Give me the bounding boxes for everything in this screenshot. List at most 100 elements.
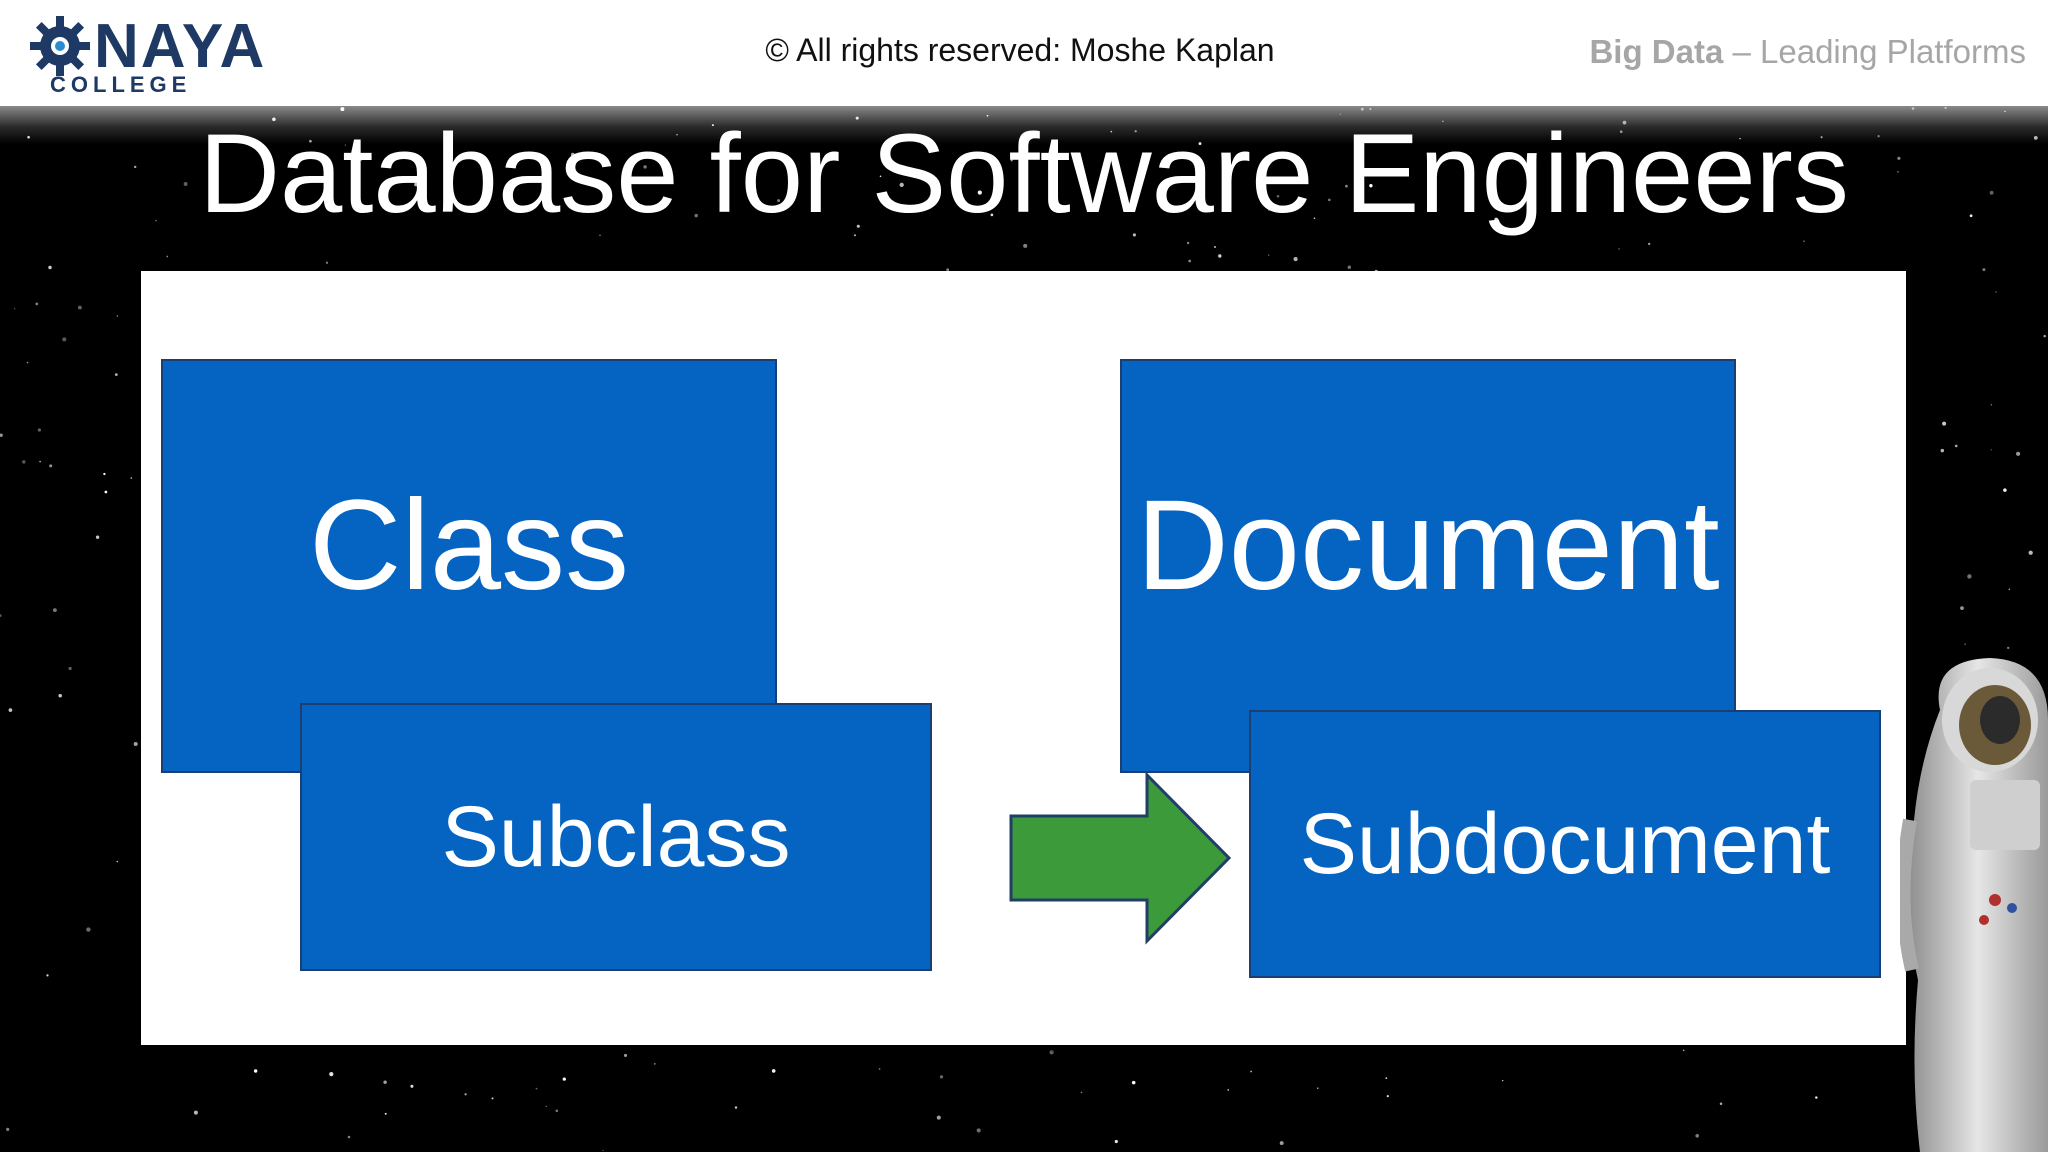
star — [26, 361, 29, 364]
star — [545, 1105, 547, 1108]
star — [358, 156, 363, 161]
logo-subtitle: COLLEGE — [50, 72, 192, 97]
star — [1618, 248, 1620, 250]
star — [1944, 106, 1947, 110]
star — [1619, 130, 1623, 134]
star — [464, 1093, 467, 1096]
star — [48, 265, 52, 270]
star — [1969, 214, 1973, 218]
star — [340, 107, 345, 112]
star — [14, 308, 16, 310]
star — [570, 152, 575, 157]
star — [1682, 1049, 1685, 1052]
star — [1313, 217, 1316, 220]
star — [623, 1053, 628, 1057]
star — [1268, 254, 1270, 256]
star — [936, 1115, 941, 1120]
star — [1940, 448, 1945, 453]
star — [2003, 488, 2007, 492]
star — [1982, 268, 1986, 272]
star — [519, 209, 521, 211]
gear-icon — [30, 16, 90, 76]
star — [344, 144, 347, 146]
star — [384, 1112, 387, 1115]
star — [6, 1127, 10, 1131]
subdocument-box: Subdocument — [1249, 710, 1881, 978]
star — [599, 234, 601, 237]
star — [771, 1069, 776, 1073]
star — [711, 124, 714, 127]
star — [35, 302, 39, 306]
star — [1186, 241, 1190, 245]
star — [1218, 254, 1222, 258]
star — [1815, 1096, 1818, 1099]
star — [309, 139, 312, 143]
star — [130, 477, 133, 479]
star — [1293, 257, 1298, 262]
copyright-notice: © All rights reserved: Moshe Kaplan — [765, 32, 1275, 68]
star — [1369, 108, 1372, 110]
star — [1990, 403, 1993, 406]
star — [1339, 113, 1341, 115]
star — [1964, 643, 1966, 645]
star — [491, 1097, 494, 1100]
star — [1345, 184, 1348, 188]
star — [878, 1068, 881, 1070]
star — [104, 490, 108, 494]
star — [1188, 259, 1192, 263]
star — [1110, 130, 1113, 133]
star — [52, 608, 57, 613]
star — [103, 472, 106, 476]
star — [855, 116, 859, 120]
star — [653, 1062, 656, 1065]
star — [1369, 184, 1373, 188]
naya-college-logo: NAYA COLLEGE — [28, 10, 268, 100]
star — [2028, 550, 2033, 555]
star — [1803, 240, 1805, 242]
star — [1131, 1080, 1136, 1085]
star — [1114, 1139, 1118, 1144]
star — [134, 165, 137, 169]
star — [602, 1149, 604, 1152]
star — [562, 1077, 566, 1081]
star — [155, 219, 157, 222]
header-shadow — [0, 106, 2048, 144]
star — [1279, 1141, 1284, 1146]
star — [939, 1075, 944, 1079]
star — [2033, 136, 2038, 140]
document-box: Document — [1120, 359, 1736, 773]
star — [853, 234, 857, 237]
star — [643, 165, 647, 169]
star — [1954, 444, 1958, 448]
star — [22, 460, 26, 464]
star — [8, 708, 13, 712]
star — [535, 1087, 538, 1090]
subclass-box: Subclass — [300, 703, 932, 971]
star — [1121, 197, 1125, 201]
logo-wordmark: NAYA — [94, 12, 267, 81]
star — [1347, 265, 1351, 269]
star — [27, 135, 30, 139]
star — [77, 305, 82, 310]
star — [899, 182, 904, 188]
star — [0, 614, 2, 617]
star — [253, 1069, 258, 1073]
star — [62, 337, 67, 342]
star — [1820, 136, 1823, 139]
right-arrow — [1009, 771, 1232, 945]
star — [1198, 142, 1202, 146]
star — [986, 114, 989, 117]
star — [383, 1080, 387, 1084]
star — [1268, 209, 1270, 211]
star — [95, 535, 100, 539]
star — [1502, 1079, 1504, 1082]
star — [1897, 156, 1901, 160]
course-title: Big Data – Leading Platforms — [1589, 35, 2026, 68]
slide-title: Database for Software Engineers — [199, 111, 1849, 236]
star — [116, 860, 119, 863]
star — [1464, 192, 1466, 194]
star — [1023, 243, 1028, 248]
star — [1648, 242, 1651, 246]
star — [734, 1106, 738, 1109]
star — [1327, 198, 1331, 202]
